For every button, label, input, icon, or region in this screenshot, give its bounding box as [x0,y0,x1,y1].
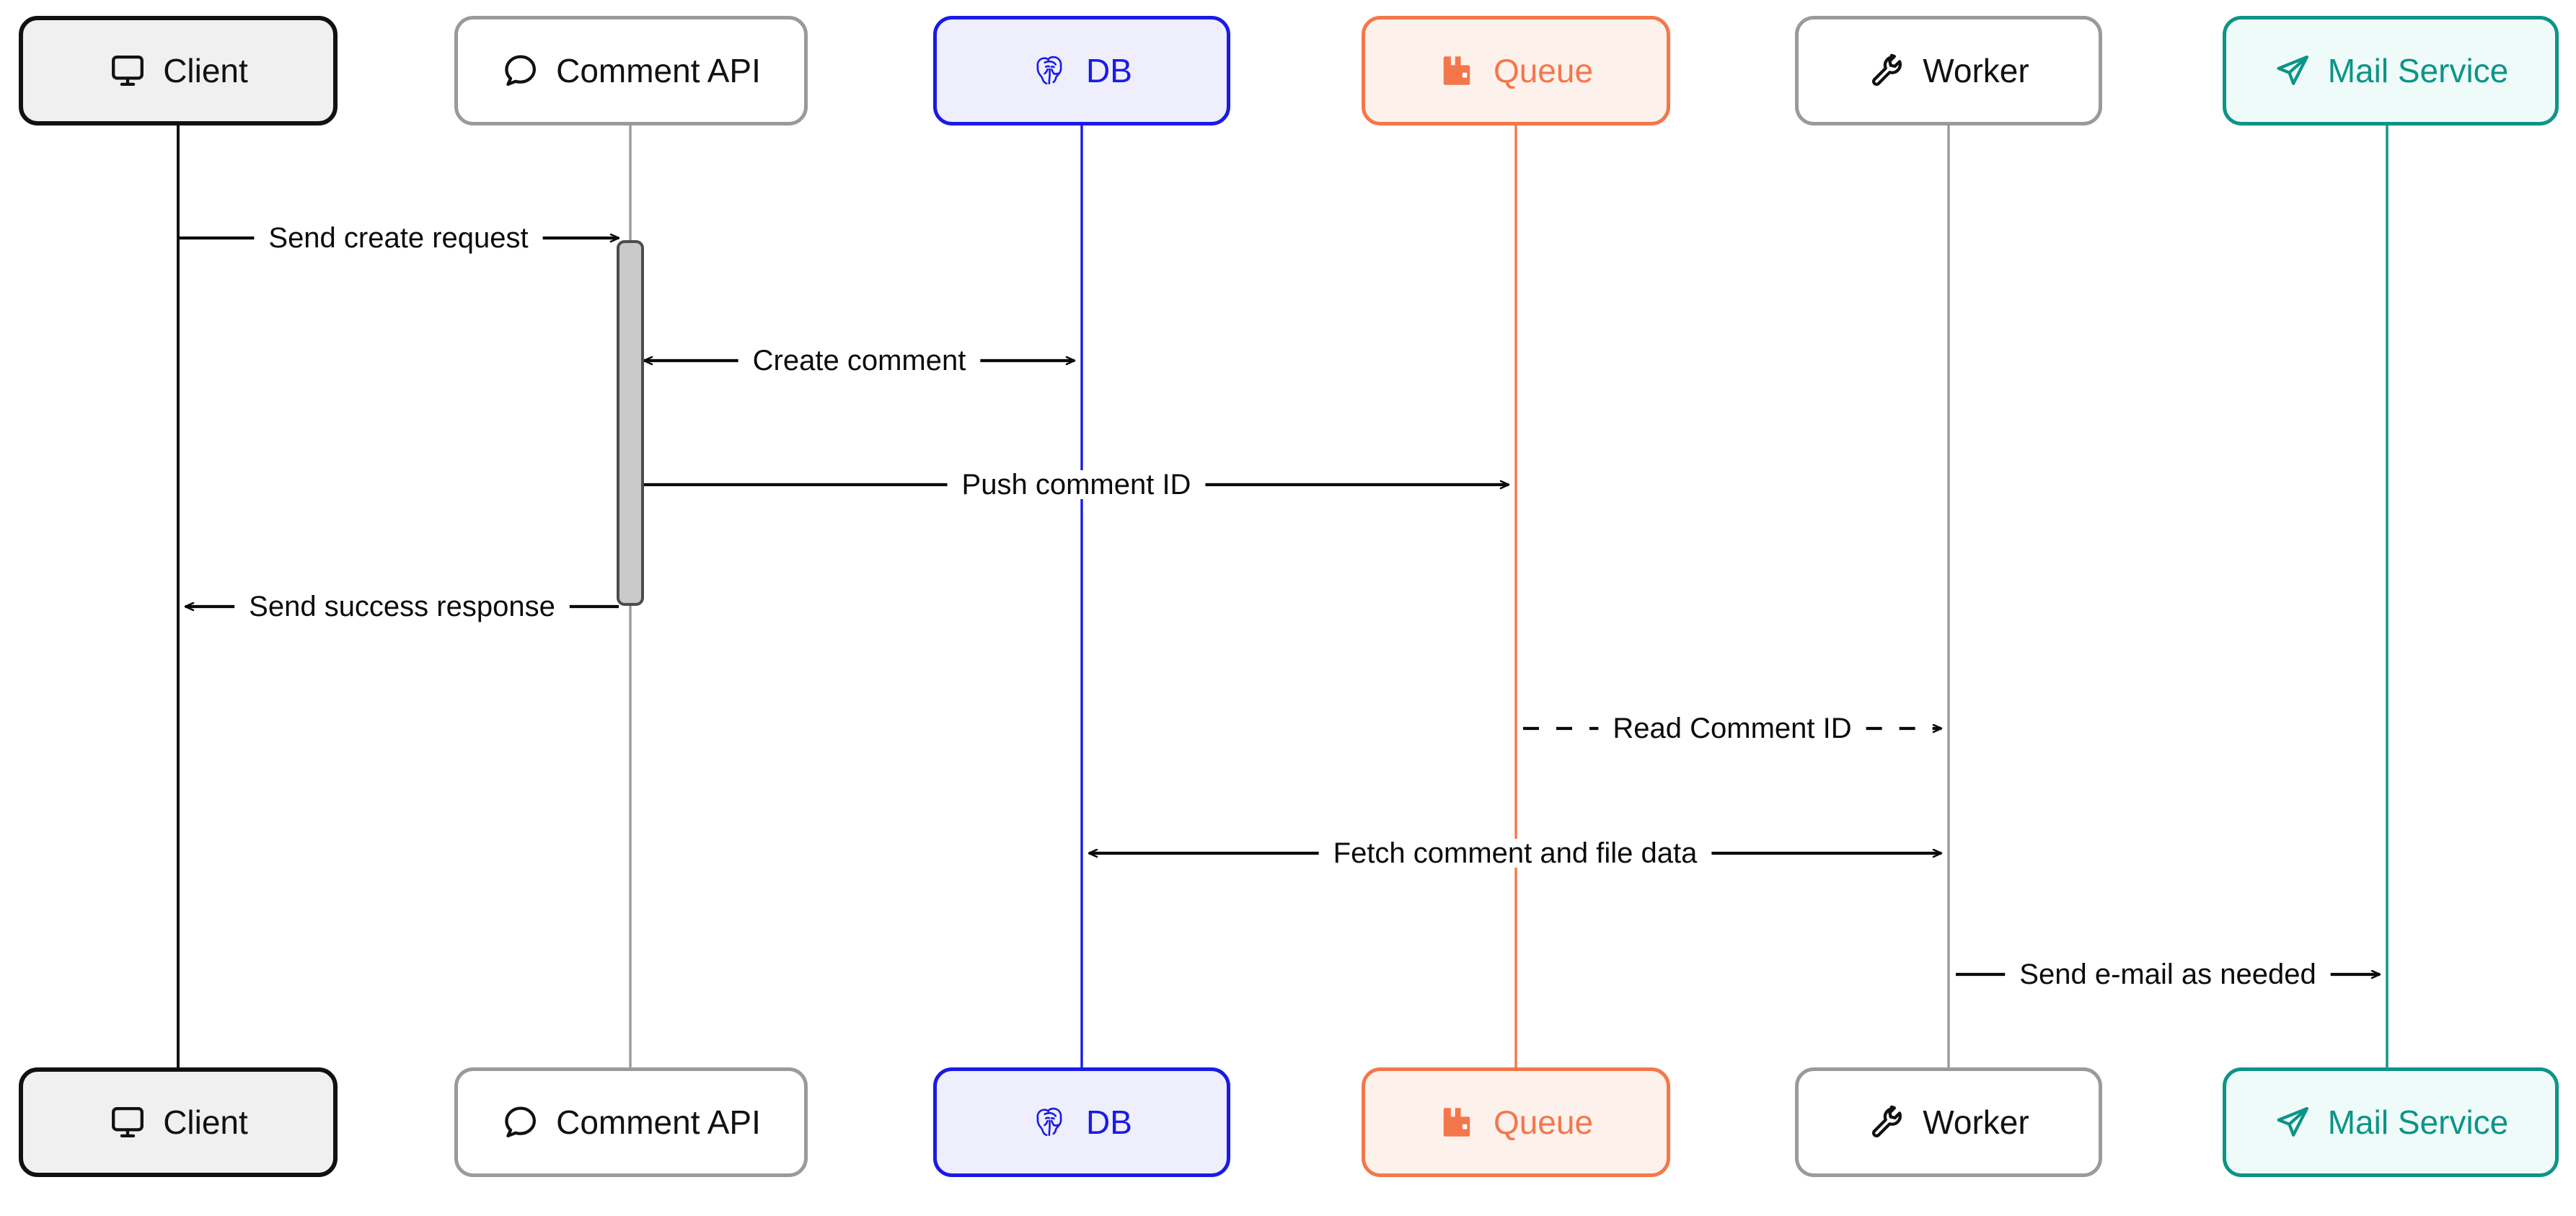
participant-worker-top[interactable]: Worker [1795,16,2102,125]
participant-mail-service-top[interactable]: Mail Service [2223,16,2559,125]
participant-db-top[interactable]: DB [933,16,1230,125]
message-label-4: Send success response [239,592,565,621]
postgres-elephant-icon [1031,1103,1070,1142]
participant-label: Comment API [556,1103,761,1141]
participant-label: Queue [1493,52,1594,89]
participant-queue-bottom[interactable]: Queue [1362,1067,1670,1177]
participant-label: DB [1086,1103,1132,1141]
participant-comment-api-top[interactable]: Comment API [454,16,808,125]
participant-label: Worker [1923,52,2029,89]
wrench-icon [1868,51,1907,90]
activation-bar-group [617,240,644,606]
activation-bar-comment-api [617,240,644,606]
message-label-5: Read Comment ID [1602,714,1862,743]
participant-label: Mail Service [2327,1103,2509,1141]
message-label-3: Push comment ID [951,470,1201,499]
participant-label: Client [163,1103,248,1141]
participant-comment-api-bottom[interactable]: Comment API [454,1067,808,1177]
rabbitmq-queue-icon [1439,51,1478,90]
message-label-6: Fetch comment and file data [1323,839,1708,868]
participant-label: Mail Service [2327,52,2509,89]
participant-label: Comment API [556,52,761,89]
wrench-icon [1868,1103,1907,1142]
participant-label: Queue [1493,1103,1594,1141]
participant-mail-service-bottom[interactable]: Mail Service [2223,1067,2559,1177]
participant-label: DB [1086,52,1132,89]
message-label-7: Send e-mail as needed [2009,960,2326,989]
participant-db-bottom[interactable]: DB [933,1067,1230,1177]
speech-bubble-icon [501,51,540,90]
participant-client-top[interactable]: Client [19,16,338,125]
paper-plane-icon [2273,1103,2312,1142]
participant-queue-top[interactable]: Queue [1362,16,1670,125]
monitor-icon [108,1103,147,1142]
paper-plane-icon [2273,51,2312,90]
rabbitmq-queue-icon [1439,1103,1478,1142]
message-label-2: Create comment [742,346,976,375]
participant-label: Worker [1923,1103,2029,1141]
postgres-elephant-icon [1031,51,1070,90]
speech-bubble-icon [501,1103,540,1142]
monitor-icon [108,51,147,90]
participant-client-bottom[interactable]: Client [19,1067,338,1177]
message-label-1: Send create request [258,224,539,252]
message-arrows-group [178,238,2380,974]
participant-label: Client [163,52,248,89]
participant-worker-bottom[interactable]: Worker [1795,1067,2102,1177]
